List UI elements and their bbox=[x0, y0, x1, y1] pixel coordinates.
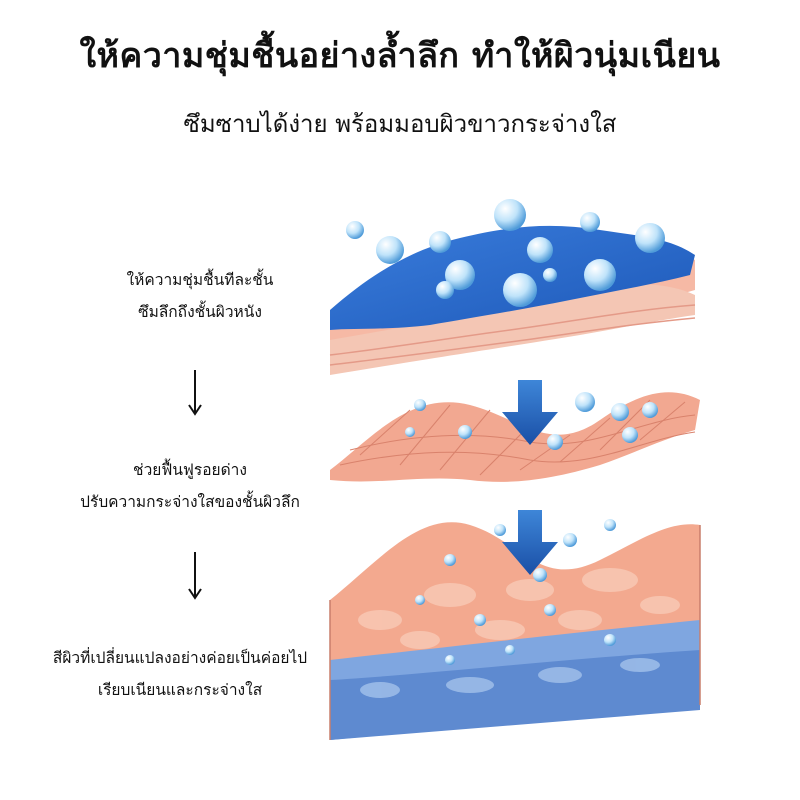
skin-layers-illustration bbox=[329, 199, 701, 740]
flow-arrow-icon bbox=[502, 380, 558, 445]
down-arrow-icon bbox=[188, 370, 202, 416]
page-title: ให้ความชุ่มชื้นอย่างล้ำลึก ทำให้ผิวนุ่มเ… bbox=[79, 36, 721, 76]
step-3-line-1: สีผิวที่เปลี่ยนแปลงอย่างค่อยเป็นค่อยไป bbox=[52, 649, 308, 667]
step-2-line-2: ปรับความกระจ่างใสของชั้นผิวลึก bbox=[80, 493, 300, 511]
down-arrow-icon bbox=[188, 552, 202, 600]
deep-skin-block bbox=[329, 522, 701, 740]
step-1-line-1: ให้ความชุ่มชื้นทีละชั้น bbox=[126, 271, 274, 289]
step-text-3: สีผิวที่เปลี่ยนแปลงอย่างค่อยเป็นค่อยไป เ… bbox=[20, 642, 340, 706]
water-bubble-icon bbox=[346, 199, 665, 665]
flow-arrow-icon bbox=[502, 510, 558, 575]
step-2-line-1: ช่วยฟื้นฟูรอยด่าง bbox=[133, 461, 247, 479]
step-1-line-2: ซึมลึกถึงชั้นผิวหนัง bbox=[138, 303, 262, 321]
step-text-1: ให้ความชุ่มชื้นทีละชั้น ซึมลึกถึงชั้นผิว… bbox=[60, 264, 340, 328]
step-text-2: ช่วยฟื้นฟูรอยด่าง ปรับความกระจ่างใสของชั… bbox=[40, 454, 340, 518]
step-3-line-2: เรียบเนียนและกระจ่างใส bbox=[97, 681, 263, 699]
page-subtitle: ซึมซาบได้ง่าย พร้อมมอบผิวขาวกระจ่างใส bbox=[183, 110, 617, 138]
